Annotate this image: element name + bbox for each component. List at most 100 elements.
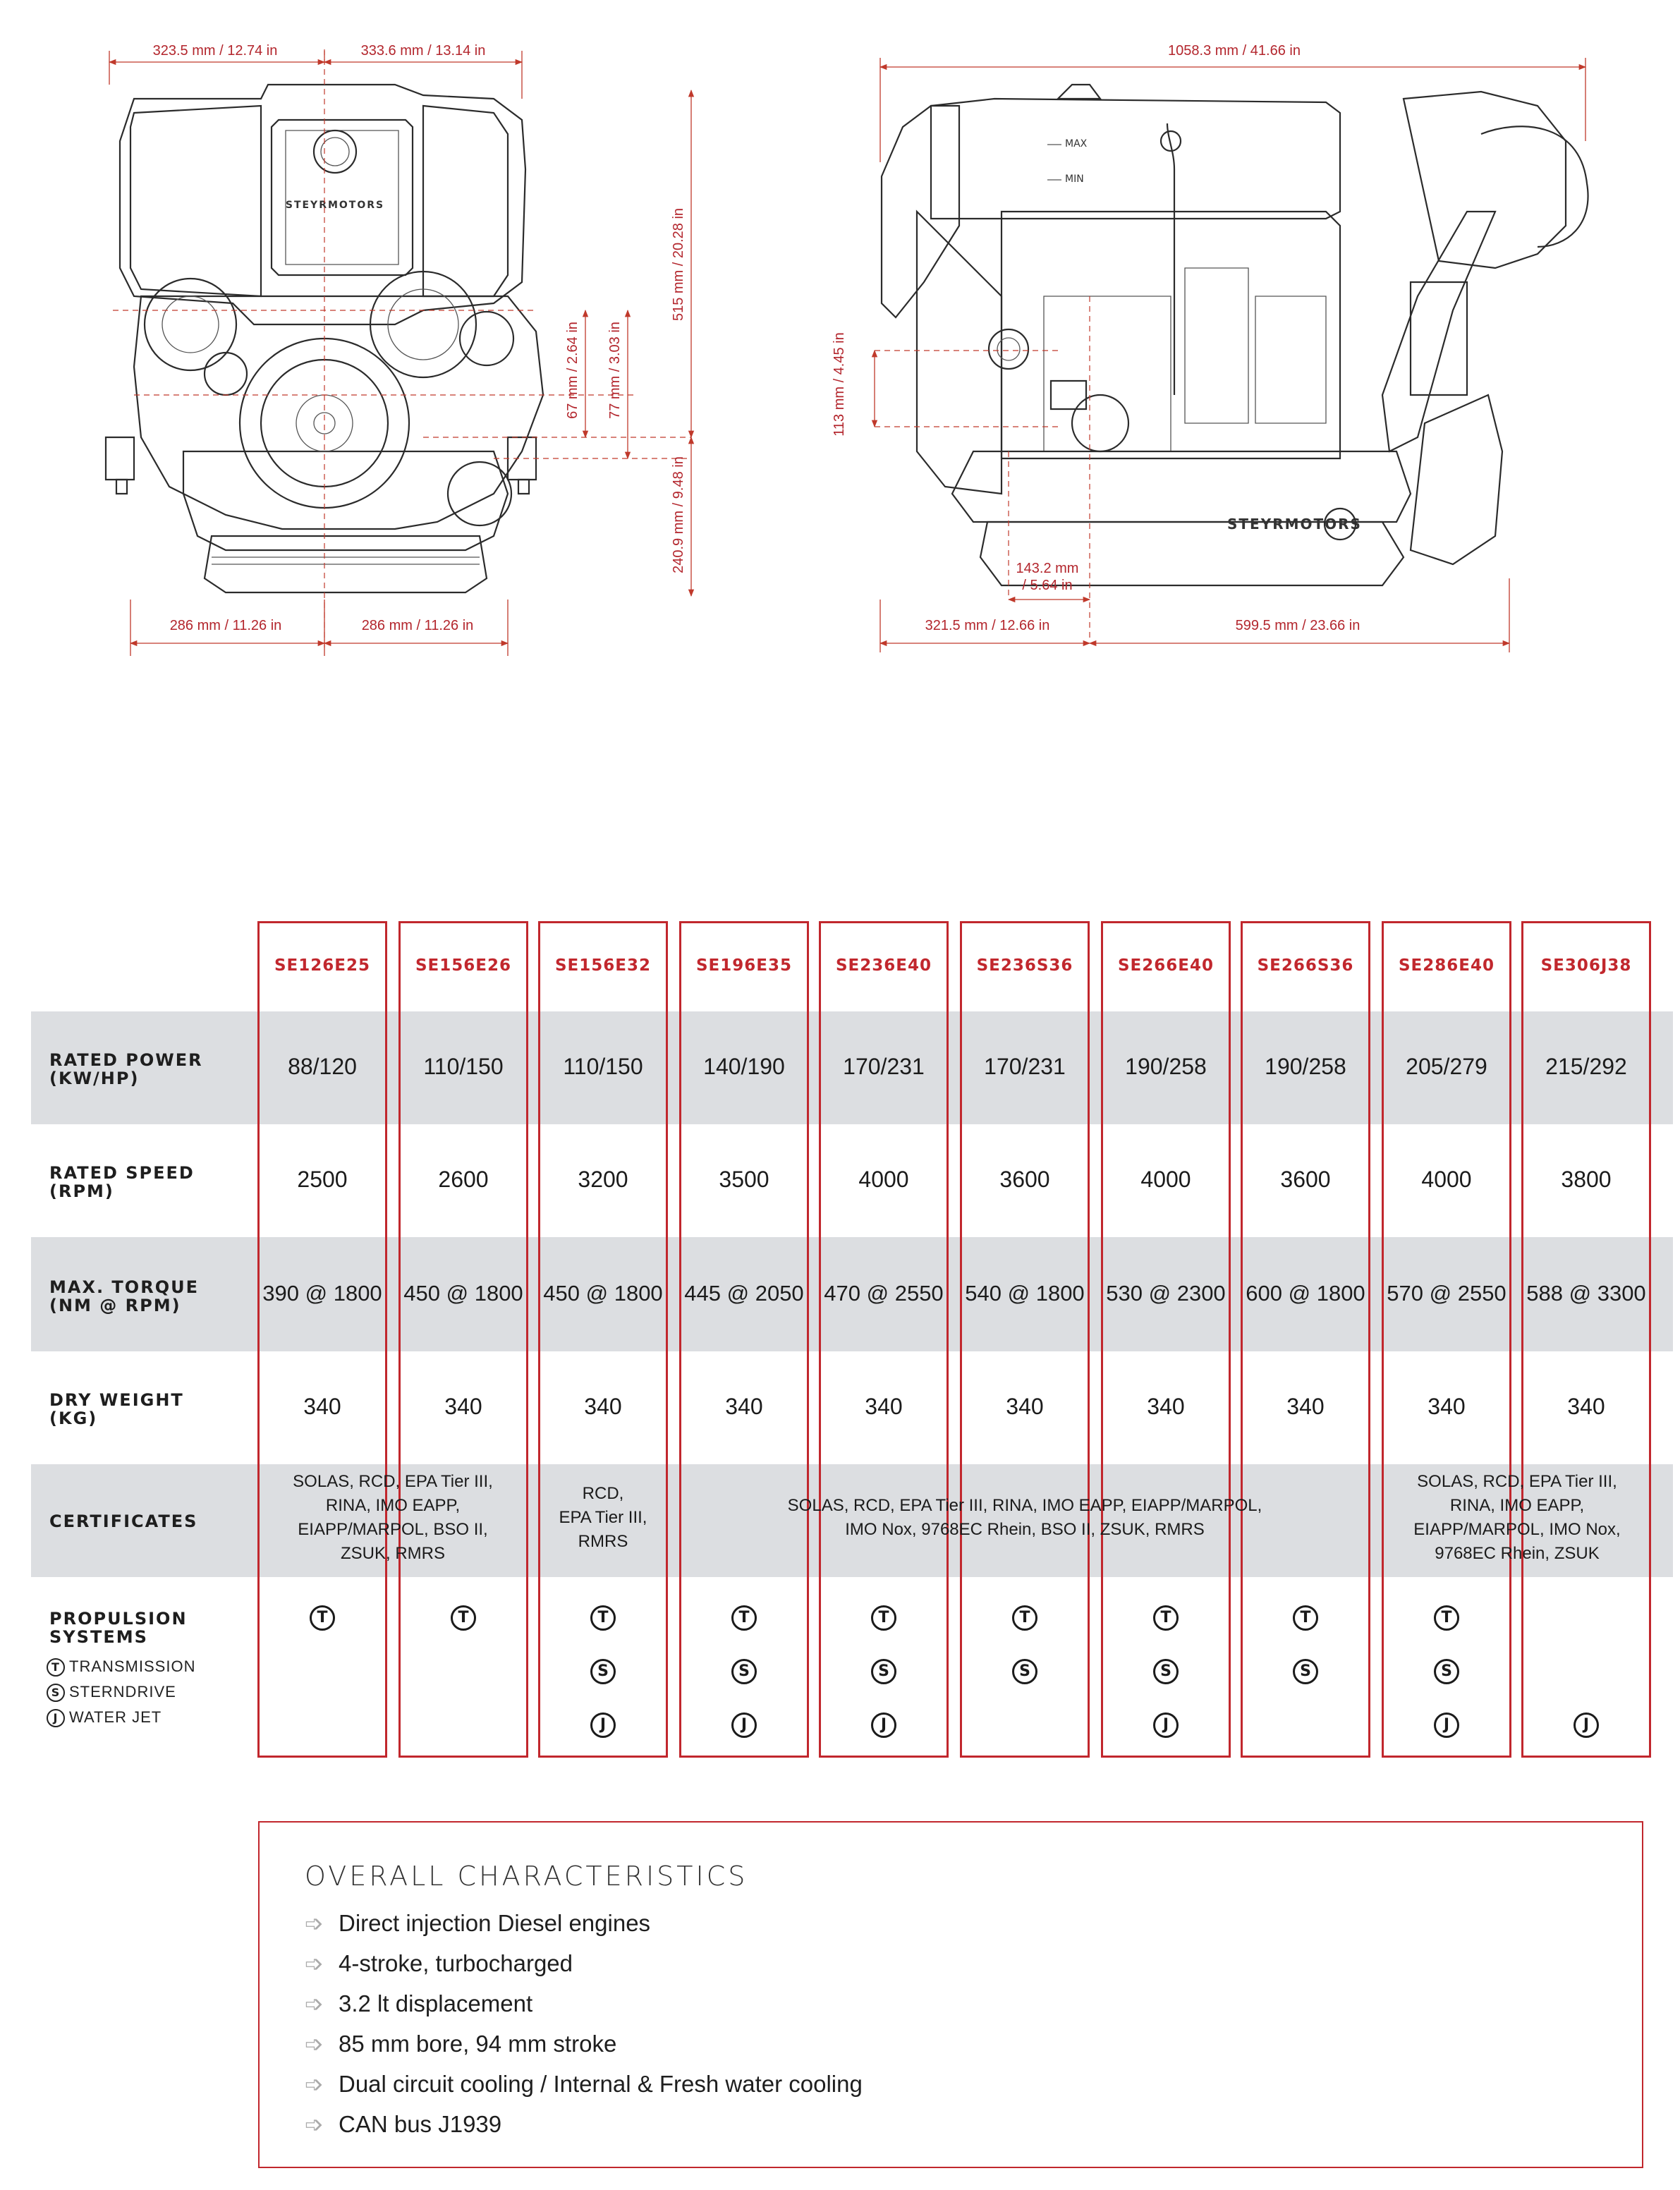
- dim-front-inner-b: 77 mm / 3.03 in: [607, 322, 623, 419]
- arrow-right-icon: ➩: [305, 1991, 324, 2016]
- arrow-right-icon: ➩: [305, 1951, 324, 1976]
- power-cell: 170/231: [843, 1054, 925, 1079]
- water-jet-icon: J: [1153, 1713, 1179, 1738]
- cert-line: 9768EC Rhein, ZSUK: [1435, 1544, 1600, 1563]
- speed-cell: 4000: [1421, 1167, 1472, 1192]
- transmission-icon: T: [1012, 1605, 1037, 1631]
- dim-side-left-height: 113 mm / 4.45 in: [832, 332, 847, 436]
- characteristic-item: ➩ 3.2 lt displacement: [305, 1990, 532, 2017]
- characteristic-text: 85 mm bore, 94 mm stroke: [339, 2031, 617, 2057]
- cert-line: RMRS: [578, 1532, 628, 1551]
- model-header: SE236E40: [835, 956, 932, 975]
- power-cell: 110/150: [423, 1054, 504, 1079]
- transmission-icon: T: [1434, 1605, 1459, 1631]
- transmission-icon: T: [1153, 1605, 1179, 1631]
- model-header: SE126E25: [274, 956, 370, 975]
- model-column-border: [1382, 921, 1511, 1758]
- torque-cell: 450 @ 1800: [403, 1281, 523, 1306]
- dim-front-inner-a: 67 mm / 2.64 in: [565, 322, 580, 419]
- model-header: SE156E32: [554, 956, 651, 975]
- cert-line: RCD,: [582, 1484, 624, 1503]
- weight-cell: 340: [444, 1394, 482, 1419]
- row-label-line: DRY WEIGHT: [49, 1390, 184, 1410]
- speed-cell: 2500: [297, 1167, 348, 1192]
- dim-front-bottom-right: 286 mm / 11.26 in: [362, 618, 474, 633]
- dim-front-right-total: 515 mm / 20.28 in: [671, 208, 686, 321]
- arrow-right-icon: ➩: [305, 2112, 324, 2137]
- power-cell: 110/150: [563, 1054, 643, 1079]
- model-header: SE306J38: [1540, 956, 1632, 975]
- row-label-weight: DRY WEIGHT (KG): [49, 1391, 184, 1428]
- row-label-propulsion: PROPULSION SYSTEMS: [49, 1610, 188, 1646]
- cert-line: RINA, IMO EAPP,: [325, 1496, 461, 1515]
- row-label-line: MAX. TORQUE: [49, 1277, 199, 1297]
- power-cell: 170/231: [984, 1054, 1066, 1079]
- weight-cell: 340: [725, 1394, 763, 1419]
- front-view-drawing: STEYRMOTORS: [104, 49, 691, 649]
- torque-cell: 445 @ 2050: [684, 1281, 804, 1306]
- row-stripe-torque: [31, 1237, 1673, 1351]
- water-jet-icon: J: [731, 1713, 757, 1738]
- cert-line: SOLAS, RCD, EPA Tier III, RINA, IMO EAPP…: [787, 1496, 1262, 1515]
- side-min-label: MIN: [1065, 174, 1084, 185]
- legend-text: WATER JET: [69, 1708, 162, 1726]
- legend-text: STERNDRIVE: [69, 1683, 176, 1701]
- row-stripe-certificates: [31, 1464, 1673, 1577]
- cert-line: EPA Tier III,: [559, 1508, 647, 1527]
- speed-cell: 3600: [1280, 1167, 1331, 1192]
- power-cell: 190/258: [1125, 1054, 1207, 1079]
- model-header: SE196E35: [695, 956, 792, 975]
- characteristic-item: ➩4-stroke, turbocharged: [305, 1950, 573, 1977]
- torque-cell: 470 @ 2550: [824, 1281, 944, 1306]
- transmission-icon: T: [310, 1605, 335, 1631]
- weight-cell: 340: [584, 1394, 622, 1419]
- row-label-line: RATED SPEED: [49, 1163, 195, 1183]
- weight-cell: 340: [1567, 1394, 1605, 1419]
- weight-cell: 340: [865, 1394, 903, 1419]
- model-header: SE236S36: [976, 956, 1073, 975]
- torque-cell: 390 @ 1800: [262, 1281, 382, 1306]
- sterndrive-icon: S: [731, 1659, 757, 1684]
- dim-front-bottom-left: 286 mm / 11.26 in: [170, 618, 282, 633]
- cert-line: EIAPP/MARPOL, IMO Nox,: [1413, 1520, 1621, 1539]
- dim-side-bottom-right: 599.5 mm / 23.66 in: [1236, 618, 1361, 633]
- speed-cell: 3800: [1561, 1167, 1612, 1192]
- row-label-line: PROPULSION: [49, 1609, 188, 1629]
- cert-line: EIAPP/MARPOL, BSO II,: [298, 1520, 488, 1539]
- model-header: SE266S36: [1257, 956, 1354, 975]
- certificates-group: SOLAS, RCD, EPA Tier III, RINA, IMO EAPP…: [1382, 1470, 1652, 1566]
- characteristic-item: ➩Dual circuit cooling / Internal & Fresh…: [305, 2071, 863, 2098]
- model-header: SE266E40: [1117, 956, 1214, 975]
- characteristic-text: Dual circuit cooling / Internal & Fresh …: [339, 2071, 863, 2097]
- sterndrive-icon: S: [1434, 1659, 1459, 1684]
- cert-line: SOLAS, RCD, EPA Tier III,: [293, 1472, 493, 1491]
- cert-line: IMO Nox, 9768EC Rhein, BSO II, ZSUK, RMR…: [845, 1520, 1205, 1539]
- cert-line: RINA, IMO EAPP,: [1449, 1496, 1585, 1515]
- transmission-icon: T: [590, 1605, 616, 1631]
- model-column-border: [538, 921, 668, 1758]
- weight-cell: 340: [1428, 1394, 1466, 1419]
- model-column-border: [819, 921, 949, 1758]
- model-column-border: [960, 921, 1090, 1758]
- characteristic-text: 3.2 lt displacement: [339, 1990, 533, 2016]
- power-cell: 140/190: [703, 1054, 785, 1079]
- torque-cell: 540 @ 1800: [965, 1281, 1085, 1306]
- certificates-group: SOLAS, RCD, EPA Tier III, RINA, IMO EAPP…: [679, 1494, 1370, 1542]
- model-column-border: [257, 921, 387, 1758]
- power-cell: 205/279: [1406, 1054, 1487, 1079]
- dim-front-top-left: 323.5 mm / 12.74 in: [153, 43, 278, 59]
- row-label-line: (RPM): [49, 1181, 114, 1201]
- arrow-right-icon: ➩: [305, 2031, 324, 2057]
- water-jet-icon: J: [1434, 1713, 1459, 1738]
- model-column-border: [679, 921, 809, 1758]
- weight-cell: 340: [1286, 1394, 1325, 1419]
- weight-cell: 340: [303, 1394, 341, 1419]
- speed-cell: 2600: [438, 1167, 489, 1192]
- sterndrive-icon: S: [871, 1659, 896, 1684]
- row-label-line: RATED POWER: [49, 1050, 203, 1070]
- row-label-speed: RATED SPEED (RPM): [49, 1164, 195, 1200]
- arrow-right-icon: ➩: [305, 1911, 324, 1936]
